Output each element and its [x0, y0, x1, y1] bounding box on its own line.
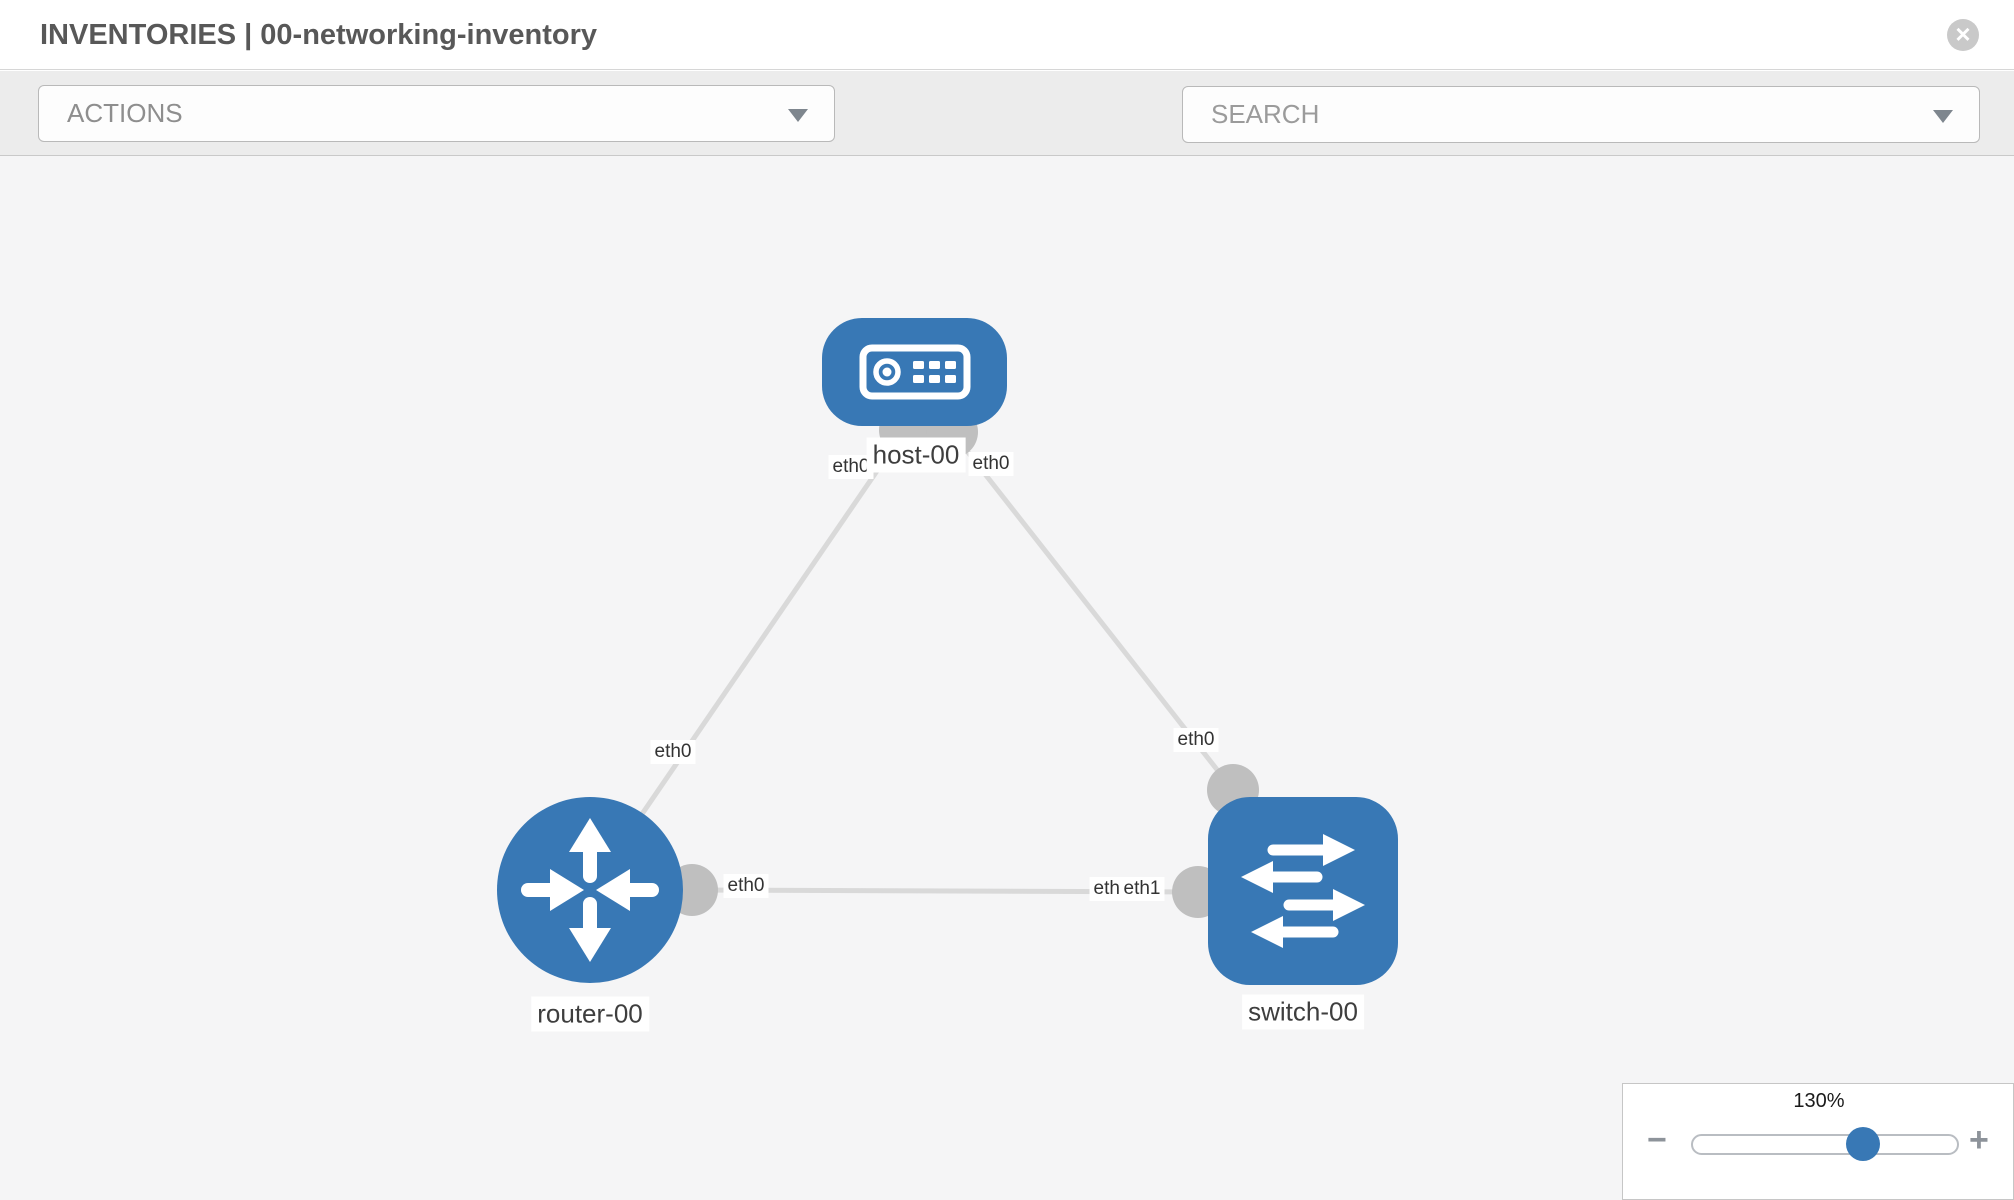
node-label-host: host-00 [866, 437, 966, 473]
zoom-slider-track[interactable] [1691, 1134, 1959, 1155]
close-icon[interactable]: × [1947, 19, 1979, 51]
iface-label-link-bottom-right: eth1 [1119, 877, 1165, 901]
node-switch-00[interactable] [1208, 797, 1398, 985]
chevron-down-icon [1933, 110, 1953, 123]
actions-dropdown-label: ACTIONS [67, 98, 183, 128]
actions-dropdown[interactable]: ACTIONS [38, 85, 835, 142]
iface-label-host-right: eth0 [968, 452, 1014, 476]
zoom-control-panel: 130% − + [1622, 1083, 2014, 1200]
router-icon [521, 818, 659, 962]
topology-canvas[interactable]: eth0 host-00 eth0 eth0 eth0 eth0 eth1 et… [0, 156, 2014, 1200]
node-label-switch: switch-00 [1242, 994, 1364, 1030]
node-host-00[interactable] [822, 318, 1007, 426]
zoom-level-value: 130% [1793, 1090, 1845, 1112]
chevron-down-icon [788, 109, 808, 122]
zoom-out-button[interactable]: − [1647, 1121, 1667, 1159]
header-bar: INVENTORIES | 00-networking-inventory × [0, 0, 2014, 70]
node-label-router: router-00 [531, 996, 649, 1032]
zoom-slider-thumb[interactable] [1846, 1127, 1880, 1161]
iface-label-switch-top: eth0 [1173, 728, 1219, 752]
zoom-in-button[interactable]: + [1969, 1121, 1989, 1159]
iface-label-host-left: eth0 [828, 455, 874, 479]
page-title: INVENTORIES | 00-networking-inventory [40, 19, 598, 51]
search-input[interactable] [1211, 87, 1901, 142]
iface-label-router-top: eth0 [650, 740, 696, 764]
node-router-00[interactable] [497, 797, 683, 983]
toolbar: ACTIONS [0, 71, 2014, 202]
iface-label-link-bottom-left: eth0 [723, 874, 769, 898]
host-icon [859, 344, 971, 400]
switch-icon [1241, 834, 1365, 948]
search-dropdown[interactable] [1182, 86, 1980, 143]
